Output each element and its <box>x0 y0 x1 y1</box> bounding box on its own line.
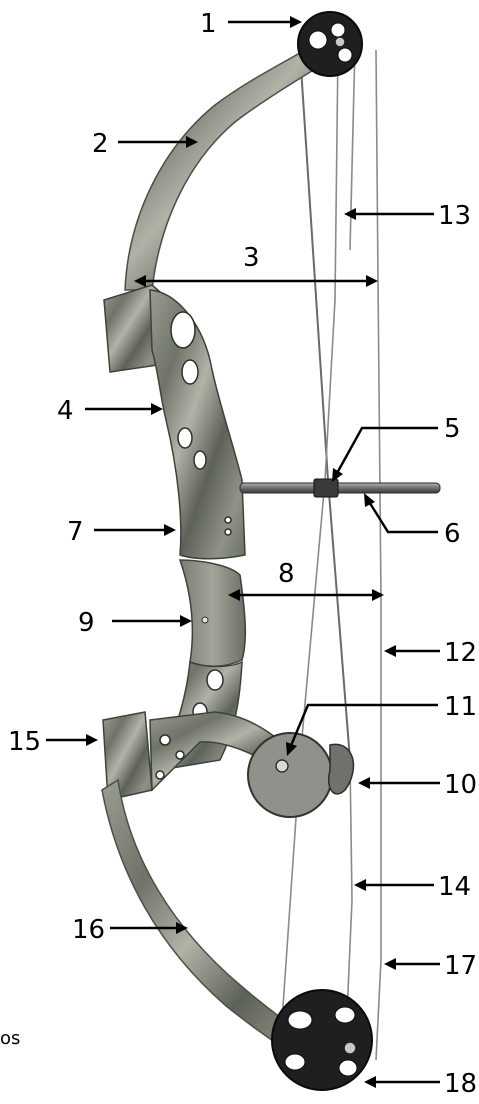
callout-label-17: 17 <box>444 951 477 981</box>
callout-label-5: 5 <box>444 414 461 444</box>
riser-cutout <box>178 428 192 448</box>
grip <box>180 560 245 666</box>
callout-label-15: 15 <box>8 727 41 757</box>
guard-hole <box>176 751 184 759</box>
callout-label-6: 6 <box>444 519 461 549</box>
guard-hole <box>156 771 164 779</box>
riser-hole <box>225 517 231 523</box>
callout-label-12: 12 <box>444 638 477 668</box>
lower-cam-disc <box>272 990 372 1090</box>
bowstring-and-cables <box>280 45 381 1060</box>
guard-hole <box>160 735 170 745</box>
lower-cam <box>272 990 372 1090</box>
callout-label-13: 13 <box>438 201 471 231</box>
callout-arrow-6 <box>368 500 438 532</box>
callout-label-10: 10 <box>444 770 477 800</box>
buss-cable-upper <box>300 52 350 760</box>
callout-label-8: 8 <box>278 559 295 589</box>
riser-hole <box>225 529 231 535</box>
nock-point <box>314 479 338 497</box>
grip-screw <box>202 617 208 623</box>
riser-cutout <box>194 451 206 469</box>
callout-label-3: 3 <box>243 243 260 273</box>
riser-cutout <box>182 360 198 384</box>
callout-label-18: 18 <box>444 1069 477 1099</box>
riser-cutout <box>207 670 223 690</box>
upper-cam-cutout <box>309 31 327 49</box>
arrowhead <box>358 777 370 789</box>
arrowhead <box>384 958 396 970</box>
arrowhead <box>364 493 375 507</box>
yoke-cable <box>350 45 355 250</box>
callout-label-16: 16 <box>72 915 105 945</box>
upper-cam <box>298 12 362 76</box>
arrowhead <box>164 524 176 536</box>
idler-axle <box>276 760 288 772</box>
riser-cutout <box>171 312 195 348</box>
riser <box>103 285 300 800</box>
upper-cam-cutout <box>338 48 352 62</box>
callout-arrow-5 <box>336 428 438 475</box>
arrowhead <box>384 645 396 657</box>
lower-axle <box>344 1042 356 1054</box>
lower-cam-cutout <box>339 1060 357 1076</box>
lower-cam-cutout <box>288 1011 312 1029</box>
callout-label-2: 2 <box>92 129 109 159</box>
arrowhead <box>354 879 366 891</box>
callout-label-7: 7 <box>67 517 84 547</box>
arrow-rest <box>240 479 440 497</box>
arrowhead <box>180 615 192 627</box>
callout-label-1: 1 <box>200 9 217 39</box>
arrow-shaft <box>240 483 440 493</box>
arrowhead <box>151 403 163 415</box>
arrowhead <box>372 589 384 601</box>
upper-axle <box>335 37 345 47</box>
callout-label-4: 4 <box>57 396 74 426</box>
callout-label-14: 14 <box>438 872 471 902</box>
lower-cam-cutout <box>285 1054 305 1070</box>
idler-wheel <box>248 733 353 817</box>
upper-cam-cutout <box>331 23 345 37</box>
arrowhead <box>290 16 302 28</box>
callout-label-9: 9 <box>78 608 95 638</box>
lower-cam-cutout <box>335 1007 355 1023</box>
callout-label-11: 11 <box>444 692 477 722</box>
arrowhead <box>364 1076 376 1088</box>
edge-text-fragment: os <box>0 1028 20 1049</box>
arrowhead <box>86 734 98 746</box>
bowstring <box>376 50 381 1060</box>
arrowhead <box>366 275 378 287</box>
upper-cam-disc <box>298 12 362 76</box>
